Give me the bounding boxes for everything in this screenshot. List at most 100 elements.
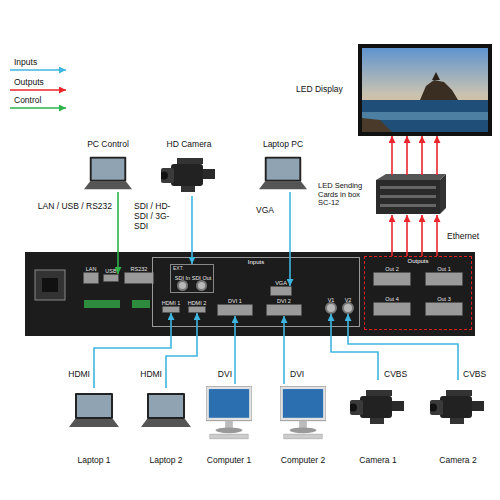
display-wave xyxy=(362,112,488,120)
cvbs-port: V2 xyxy=(342,302,354,314)
hdmi-port: HDMI 2 xyxy=(188,306,206,313)
box-slot xyxy=(380,186,436,189)
sdi-out-port: SDI Out xyxy=(196,280,207,291)
box-slot xyxy=(380,195,436,198)
box-top xyxy=(376,174,446,180)
laptop-icon xyxy=(141,393,191,427)
node-label: LAN xyxy=(86,267,97,273)
node-label: LED Display xyxy=(296,85,356,95)
legend-arrow xyxy=(10,69,66,71)
computer-icon xyxy=(280,386,326,439)
dvi-port: DVI 2 xyxy=(266,304,302,316)
edge-label: CVBS xyxy=(384,370,414,380)
signal-arrow xyxy=(421,136,423,175)
signal-arrow xyxy=(391,136,393,175)
node-label: V1 xyxy=(328,298,335,304)
node-label: Laptop 1 xyxy=(54,456,134,465)
edge-label: DVI xyxy=(204,370,232,380)
legend-label: Inputs xyxy=(14,58,37,67)
hdmi-port: HDMI 1 xyxy=(162,306,180,313)
node-label: Computer 1 xyxy=(190,456,268,465)
signal-arrow xyxy=(117,192,119,274)
sending-card-box: LED Sending Cards in box SC-12 xyxy=(318,175,442,215)
legend-label: Control xyxy=(14,96,41,105)
output-port: Out 2 xyxy=(373,272,411,286)
node-label: HDMI 1 xyxy=(162,301,181,307)
output-port: Out 1 xyxy=(425,272,463,286)
node-label: DVI 2 xyxy=(277,299,291,305)
display-bezel xyxy=(358,44,492,136)
legend-arrow xyxy=(10,89,66,91)
computer-source: Computer 1 xyxy=(202,384,256,464)
signal-arrow xyxy=(94,313,171,388)
node-label: DVI 1 xyxy=(228,299,242,305)
vga-port: VGA xyxy=(270,286,292,296)
signal-arrow xyxy=(421,215,423,256)
terminal-block xyxy=(84,300,120,308)
camera-source: Camera 2 xyxy=(428,380,488,464)
processor-chassis xyxy=(25,252,475,336)
lan-port: LAN xyxy=(83,272,99,284)
computer-icon xyxy=(206,386,252,439)
laptop-source: Laptop 2 xyxy=(138,388,194,464)
node-label: EXT. xyxy=(173,266,184,271)
sending-box xyxy=(376,180,440,214)
output-port: Out 3 xyxy=(425,302,463,316)
node-label: Out 2 xyxy=(385,267,398,273)
output-port: Out 4 xyxy=(373,302,411,316)
node-label: Laptop PC xyxy=(242,140,324,149)
legend-arrow xyxy=(10,107,66,109)
note-label: Ethernet xyxy=(447,232,479,241)
signal-arrow xyxy=(391,215,393,256)
usb-port: USB xyxy=(103,274,119,282)
hd-camera: HD Camera xyxy=(158,140,220,196)
outputs-panel: OutputsOut 2 Out 1 Out 4 Out 3 xyxy=(364,256,472,330)
edge-label: SDI / HD-SDI / 3G-SDI xyxy=(134,202,178,231)
node-label: Laptop 2 xyxy=(126,456,206,465)
node-label: HDMI 2 xyxy=(188,301,207,307)
box-slot xyxy=(380,204,436,207)
ext-panel: EXT.SDI InSDI Out xyxy=(170,264,214,293)
signal-arrow xyxy=(436,136,438,175)
node-label: Outputs xyxy=(365,258,471,264)
node-label: USB xyxy=(105,269,116,275)
node-label: RS232 xyxy=(131,267,148,273)
node-label: Computer 2 xyxy=(264,456,342,465)
edge-label: LAN / USB / RS232 xyxy=(10,202,112,212)
node-label: Camera 2 xyxy=(416,456,500,465)
node-label: Camera 1 xyxy=(336,456,420,465)
inputs-panel: InputsEXT.SDI InSDI OutHDMI 1HDMI 2DVI 1… xyxy=(152,257,360,327)
laptop-icon xyxy=(84,157,132,190)
node-label: LED Sending Cards in box SC-12 xyxy=(318,182,372,208)
node-label: Out 4 xyxy=(385,297,398,303)
power-inlet xyxy=(35,270,65,300)
edge-label: DVI xyxy=(290,370,320,380)
signal-arrow xyxy=(406,136,408,175)
laptop-icon xyxy=(259,157,307,190)
camera-icon xyxy=(160,158,215,192)
display-temple xyxy=(432,72,440,80)
led-display: LED Display xyxy=(296,44,492,136)
display-shore xyxy=(362,118,392,132)
laptop-icon xyxy=(69,393,119,427)
signal-arrow xyxy=(331,314,378,380)
dvi-port: DVI 1 xyxy=(217,304,253,316)
node-label: SDI In xyxy=(175,276,190,282)
node-label: SDI Out xyxy=(192,276,212,282)
node-label: HD Camera xyxy=(146,140,232,149)
cvbs-port: V1 xyxy=(325,302,337,314)
terminal-block xyxy=(132,300,150,308)
signal-arrow xyxy=(289,192,291,286)
computer-source: Computer 2 xyxy=(276,384,330,464)
camera-source: Camera 1 xyxy=(348,380,408,464)
control-pc: PC Control xyxy=(78,140,138,192)
node-label: Out 1 xyxy=(437,267,450,273)
box-side xyxy=(440,174,446,214)
node-label: V2 xyxy=(345,298,352,304)
edge-label: HDMI xyxy=(132,370,162,380)
signal-arrow xyxy=(406,215,408,256)
rs232-port: RS232 xyxy=(124,272,154,284)
edge-label: VGA xyxy=(256,206,286,216)
